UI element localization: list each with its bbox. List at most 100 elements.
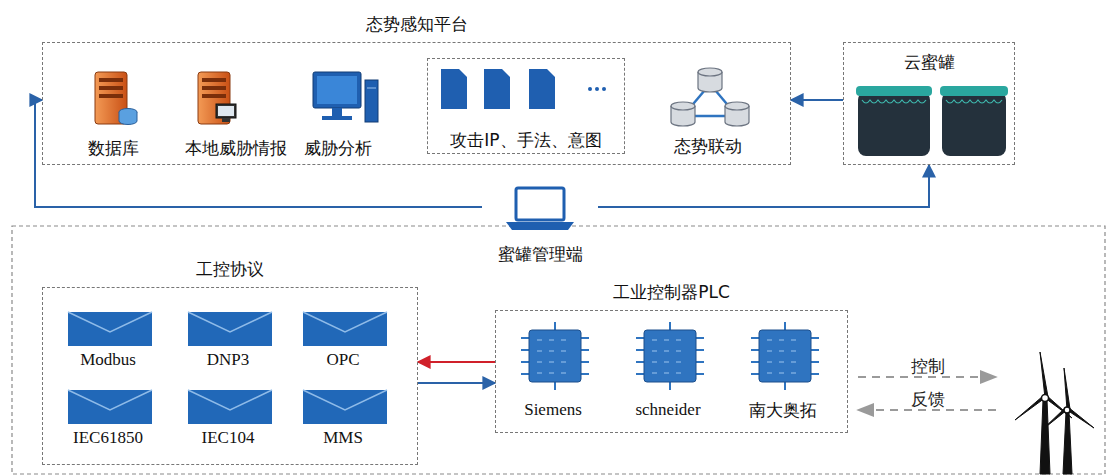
drawing-stroke (942, 92, 1006, 156)
group-box: 云蜜罐 (843, 42, 1015, 165)
connector (598, 165, 929, 207)
drawing-stroke (1040, 352, 1048, 398)
drawing-stroke (521, 349, 529, 351)
drawing-stroke (767, 340, 803, 341)
node-label: 南大奥拓 (727, 399, 839, 421)
drawing-stroke (669, 382, 671, 390)
drawing-stroke (696, 361, 704, 363)
drawing-stroke (99, 94, 123, 98)
drawing-stroke (751, 361, 759, 363)
drawing-stroke (202, 86, 226, 90)
node-label: DNP3 (176, 349, 280, 371)
drawing-stroke (636, 337, 644, 339)
chip-icons (521, 322, 819, 390)
drawing-stroke (1064, 368, 1070, 410)
drawing-stroke (1040, 400, 1050, 474)
drawing-stroke (365, 80, 378, 122)
drawing-stroke (940, 86, 1008, 96)
icon-node: IEC104 (176, 387, 280, 451)
drawing-stroke (811, 349, 819, 351)
linkage-icon (671, 68, 749, 126)
drawing-stroke (516, 188, 564, 220)
region-outline (12, 226, 1105, 474)
drawing-stroke (68, 390, 152, 424)
icon-node: 南大奥拓 (727, 325, 839, 423)
drawing-stroke (751, 349, 759, 351)
drawing-stroke (202, 78, 226, 82)
drawing-stroke (698, 68, 722, 76)
laptop-icon (506, 188, 574, 230)
drawing-stroke (581, 337, 589, 339)
threat-intel-server-icon (198, 72, 236, 124)
drawing-stroke (506, 222, 574, 230)
drawing-stroke (188, 390, 272, 410)
drawing-stroke (529, 330, 581, 382)
drawing-stroke (1064, 407, 1070, 413)
drawing-stroke (521, 337, 529, 339)
drawing-stroke (767, 351, 803, 352)
drawing-stroke (68, 312, 152, 332)
icon-node: 数据库 (72, 67, 154, 161)
drawing-stroke (216, 104, 236, 118)
drawing-stroke (367, 88, 376, 89)
node-label: 云蜜罐 (844, 51, 1014, 73)
drawing-stroke (652, 362, 688, 363)
feedback-arrow (858, 409, 996, 411)
drawing-stroke (1042, 408, 1067, 430)
drawing-stroke (537, 340, 573, 341)
node-label: 攻击IP、手法、意图 (428, 129, 624, 151)
drawing-stroke (751, 373, 759, 375)
drawing-stroke (725, 102, 749, 110)
drawing-stroke (1067, 407, 1094, 428)
icon-node: OPC (291, 309, 395, 373)
drawing-stroke (751, 337, 759, 339)
drawing-stroke (332, 108, 342, 116)
drawing-stroke (218, 106, 234, 116)
node-label: 数据库 (72, 137, 154, 159)
icon-node: 蜜罐管理端 (482, 183, 598, 267)
drawing-stroke (537, 373, 573, 374)
drawing-stroke (636, 349, 644, 351)
node-label: 工业控制器PLC (496, 281, 847, 303)
drawing-stroke (554, 382, 556, 390)
drawing-stroke (581, 349, 589, 351)
connector (418, 382, 495, 384)
drawing-stroke (946, 100, 1002, 103)
drawing-stroke (581, 373, 589, 375)
node-label: 蜜罐管理端 (482, 243, 598, 265)
icon-node: Modbus (56, 309, 160, 373)
node-label: 工控协议 (43, 258, 417, 280)
drawing-stroke (1042, 395, 1049, 402)
drawing-stroke (303, 312, 387, 346)
group-box: 态势感知平台数据库本地威胁情报威胁分析攻击IP、手法、意图态势联动 (42, 42, 791, 165)
drawing-stroke (671, 102, 695, 110)
drawing-stroke (484, 69, 510, 109)
drawing-stroke (303, 390, 387, 410)
drawing-stroke (602, 87, 606, 91)
node-label: OPC (291, 349, 395, 371)
drawing-stroke (784, 322, 786, 330)
drawing-stroke (644, 330, 696, 382)
icon-node: schneider (616, 325, 720, 423)
drawing-stroke (696, 373, 704, 375)
node-label: Siemens (501, 399, 605, 421)
drawing-stroke (862, 100, 926, 103)
drawing-stroke (856, 86, 932, 96)
icon-node: 本地威胁情报 (174, 67, 297, 161)
drawing-stroke (68, 312, 152, 346)
drawing-stroke (671, 68, 749, 126)
drawing-stroke (202, 94, 226, 98)
drawing-stroke (322, 116, 352, 120)
drawing-stroke (759, 330, 811, 382)
arrow-label: 反馈 (908, 389, 948, 409)
icon-node: 态势联动 (654, 63, 762, 159)
drawing-stroke (441, 69, 467, 109)
connector (35, 100, 482, 207)
drawing-stroke (588, 87, 592, 91)
drawing-stroke (537, 362, 573, 363)
drawing-stroke (636, 373, 644, 375)
drawing-stroke (858, 92, 930, 156)
node-label: schneider (616, 399, 720, 421)
drawing-stroke (521, 373, 529, 375)
drawing-stroke (188, 312, 272, 346)
